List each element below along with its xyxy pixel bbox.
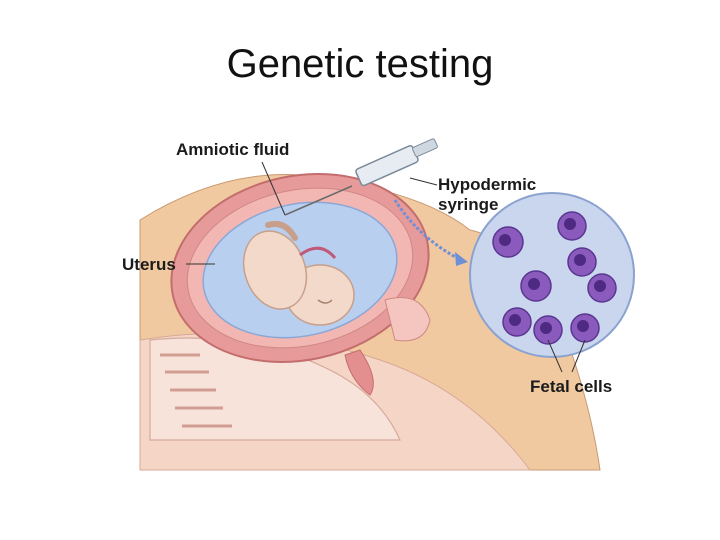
label-amniotic-fluid: Amniotic fluid (176, 140, 289, 159)
label-fetal-cells: Fetal cells (530, 377, 612, 396)
label-uterus: Uterus (122, 255, 176, 274)
leader-hypodermic (409, 177, 438, 186)
fetus-illustration (242, 220, 355, 326)
label-hypodermic-line1: Hypodermic (438, 175, 536, 194)
label-hypodermic-line2: syringe (438, 195, 498, 214)
leader-fetal-cells-2 (571, 339, 586, 373)
slide-title: Genetic testing (226, 42, 494, 86)
bladder (384, 297, 431, 342)
leader-fetal-cells-1 (547, 339, 563, 373)
magnify-arrow (393, 199, 466, 264)
cervix (344, 349, 374, 396)
magnify-arrowhead (455, 252, 468, 266)
leader-amniotic-fluid (261, 161, 286, 216)
syringe-icon (284, 138, 438, 216)
spine-segments (160, 353, 232, 428)
magnified-cells-circle (469, 192, 635, 358)
